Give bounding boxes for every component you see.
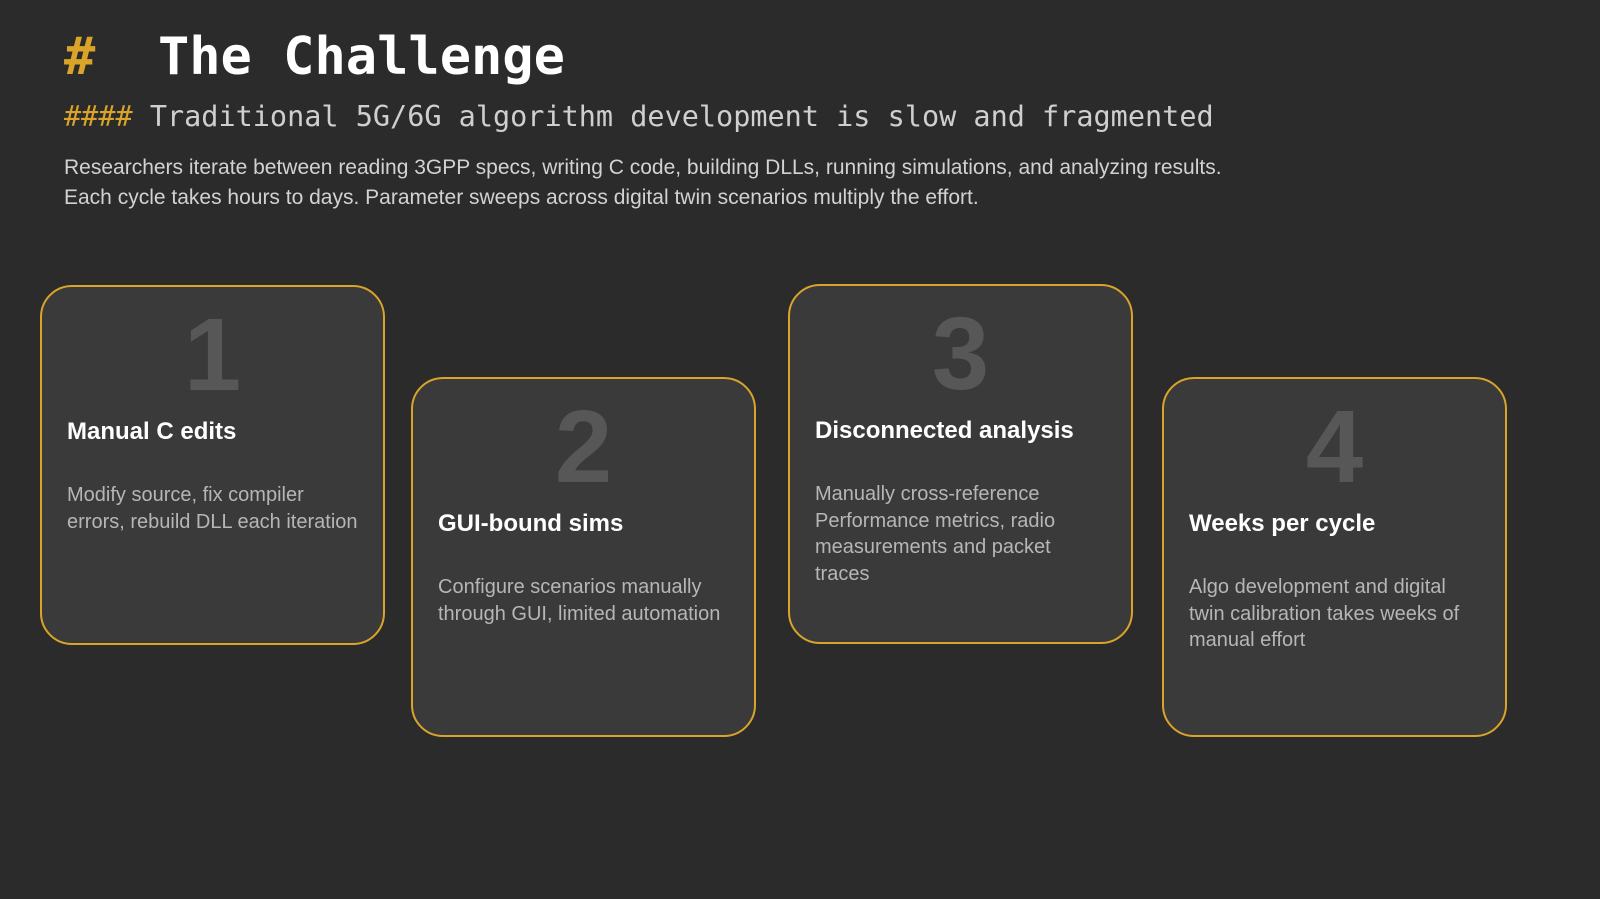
card-title: Disconnected analysis — [815, 417, 1074, 444]
card-number: 2 — [554, 389, 613, 504]
card-body: Algo development and digital twin calibr… — [1189, 576, 1460, 652]
heading-hash-marker: # — [64, 27, 96, 87]
card-body: Modify source, fix compiler errors, rebu… — [67, 484, 358, 533]
card-number: 4 — [1305, 389, 1364, 504]
card-number: 1 — [183, 297, 242, 412]
subheading-hash-marker: #### — [64, 100, 133, 134]
page-subtitle: #### Traditional 5G/6G algorithm develop… — [64, 98, 1544, 135]
card-title: Weeks per cycle — [1189, 510, 1376, 537]
challenge-card[interactable]: 2 GUI-bound sims Configure scenarios man… — [411, 377, 756, 737]
slide-header: # The Challenge #### Traditional 5G/6G a… — [64, 28, 1544, 213]
card-body: Configure scenarios manually through GUI… — [438, 576, 721, 625]
card-body: Manually cross-reference Performance met… — [815, 483, 1056, 585]
card-title: Manual C edits — [67, 418, 237, 445]
challenge-card[interactable]: 3 Disconnected analysis Manually cross-r… — [788, 284, 1133, 644]
intro-paragraph: Researchers iterate between reading 3GPP… — [64, 153, 1484, 213]
intro-paragraph-line-1: Researchers iterate between reading 3GPP… — [64, 156, 1222, 180]
page-subtitle-text: Traditional 5G/6G algorithm development … — [149, 100, 1214, 134]
card-title: GUI-bound sims — [438, 510, 624, 537]
intro-paragraph-line-2: Each cycle takes hours to days. Paramete… — [64, 186, 979, 210]
challenge-card[interactable]: 4 Weeks per cycle Algo development and d… — [1162, 377, 1507, 737]
page-title-text: The Challenge — [157, 27, 565, 87]
challenge-card[interactable]: 1 Manual C edits Modify source, fix comp… — [40, 285, 385, 645]
card-number: 3 — [931, 296, 990, 411]
page-title: # The Challenge — [64, 28, 1544, 86]
